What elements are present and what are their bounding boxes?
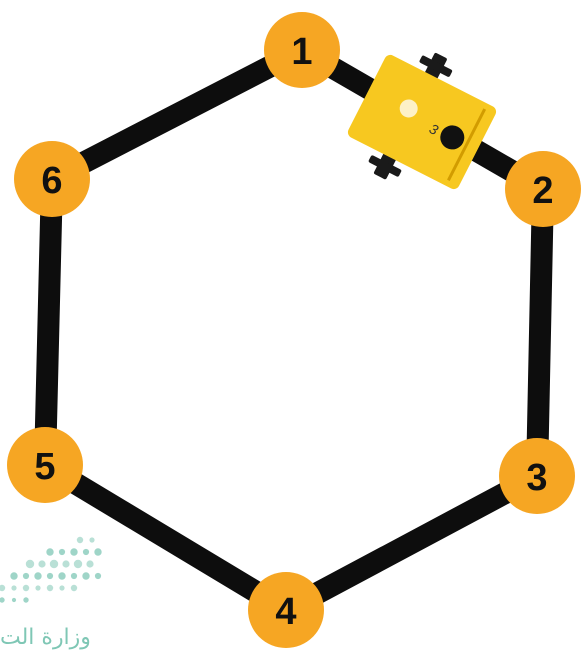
ministry-logo: وزارة الت xyxy=(0,536,102,650)
logo-dot xyxy=(22,572,30,580)
logo-dot xyxy=(76,536,84,544)
logo-dot xyxy=(10,572,18,580)
logo-dot xyxy=(70,548,78,556)
logo-dot xyxy=(70,584,78,592)
logo-dot xyxy=(86,560,94,568)
logo-dot xyxy=(59,585,65,591)
logo-dot xyxy=(58,548,66,556)
vertex-circle xyxy=(7,427,83,503)
logo-dot xyxy=(11,597,17,603)
logo-dot xyxy=(22,584,30,592)
logo-dot xyxy=(94,548,102,556)
logo-dot xyxy=(11,585,17,591)
vertex-label: 6 xyxy=(41,160,62,202)
logo-dot xyxy=(46,572,54,580)
logo-dot xyxy=(34,572,42,580)
logo-text: وزارة الت xyxy=(0,625,91,650)
vertex-label: 3 xyxy=(526,457,547,499)
vertex-label: 2 xyxy=(532,170,553,212)
logo-dot xyxy=(0,597,5,603)
logo-dot xyxy=(73,559,83,569)
logo-dot xyxy=(25,559,35,569)
logo-dot xyxy=(82,572,90,580)
robot-body xyxy=(347,54,497,190)
vertex-5: 5 xyxy=(7,427,83,503)
vertex-label: 1 xyxy=(291,31,312,73)
logo-dot xyxy=(23,597,29,603)
robot: 3 xyxy=(347,53,497,190)
logo-dot xyxy=(38,560,46,568)
vertex-circle xyxy=(248,572,324,648)
robot-sensor xyxy=(440,125,465,150)
logo-dot xyxy=(49,559,59,569)
vertex-label: 5 xyxy=(34,446,55,488)
vertex-circle xyxy=(14,141,90,217)
vertex-circle xyxy=(264,12,340,88)
vertex-circle xyxy=(505,151,581,227)
robot-front-line xyxy=(447,108,487,182)
logo-dot xyxy=(46,548,54,556)
logo-dot xyxy=(82,548,90,556)
vertex-6: 6 xyxy=(14,141,90,217)
logo-dot xyxy=(58,572,66,580)
vertex-label: 4 xyxy=(275,591,296,633)
logo-dot xyxy=(35,585,41,591)
vertex-circle xyxy=(499,438,575,514)
vertex-4: 4 xyxy=(248,572,324,648)
logo-dot xyxy=(46,584,54,592)
robot-light xyxy=(399,99,418,118)
logo-dots-icon xyxy=(0,536,102,603)
vertex-3: 3 xyxy=(499,438,575,514)
logo-dot xyxy=(0,584,6,592)
vertex-1: 1 xyxy=(264,12,340,88)
vertex-2: 2 xyxy=(505,151,581,227)
logo-dot xyxy=(70,572,78,580)
logo-dot xyxy=(62,560,70,568)
logo-dot xyxy=(94,572,102,580)
logo-dot xyxy=(89,537,95,543)
